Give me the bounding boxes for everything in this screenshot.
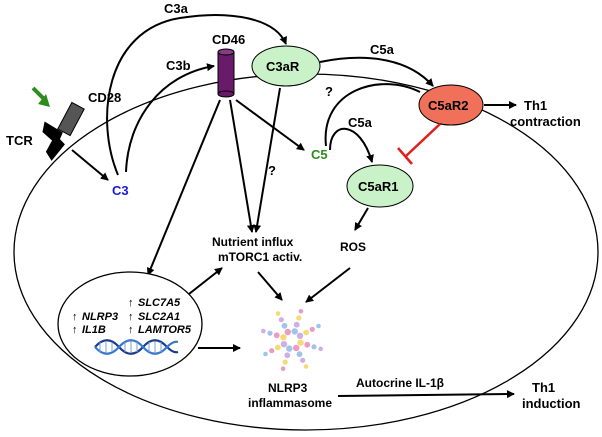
ros-label: ROS [340,240,366,254]
c3-label: C3 [112,183,129,198]
inflammasome-spoke [261,328,287,341]
inflammasome-spoke [275,311,291,336]
cd28-label: CD28 [88,90,121,105]
cd46-label: CD46 [212,32,245,47]
arrow-c3-c3ar [106,14,287,176]
arrow-c3-cd46 [125,63,215,173]
gene-nlrp3: NLRP3 [82,311,118,323]
arrow-cd46-nutrient [229,99,255,233]
up-arrow-slc2a1: ↑ [128,311,134,323]
nlrp3-line2: inflammasome [248,396,332,410]
inflammasome-spoke [296,323,321,339]
arrow-inflammasome-th1 [337,390,515,399]
up-arrow-il1b: ↑ [72,324,78,336]
gene-list: ↑ NLRP3 ↑ IL1B ↑ SLC7A5 ↑ SLC2A1 ↑ LAMTO… [72,297,192,336]
arrow-ros-inflammasome [305,267,351,303]
up-arrow-nlrp3: ↑ [72,311,78,323]
up-arrow-slc7a5: ↑ [128,297,134,309]
th1-contraction-line1: Th1 [524,98,547,113]
c5-label: C5 [311,147,328,162]
arrows [71,14,517,399]
dna-helix-icon [94,339,179,355]
autocrine-label: Autocrine IL-1β [356,376,444,390]
arrow-nutrient-inflammasome [257,271,283,301]
gene-expression-oval [57,271,203,377]
c3b-label: C3b [166,58,191,73]
arrow-tcr-c3 [71,149,109,181]
up-arrow-lamtor5: ↑ [128,324,134,336]
c3a-label: C3a [164,1,189,16]
nlrp3-line1: NLRP3 [268,381,308,395]
cd46-body [217,51,235,95]
inflammasome-spoke [263,341,288,357]
question-mark-1: ? [325,84,333,99]
stimulus-arrow-icon [31,86,50,107]
cd46-receptor [217,48,235,98]
c5a-top-label: C5a [370,42,395,57]
c3ar-label: C3aR [266,59,300,74]
th1-induction-line2: induction [522,396,581,411]
arrow-c3ar-nutrient [253,87,281,233]
c3ar-receptor [251,45,321,87]
inflammasome-spoke [280,345,293,371]
arrow-c3ar-c5ar2 [319,56,434,87]
nutrient-line1: Nutrient influx [212,235,294,249]
arrow-cd46-c5 [235,99,305,151]
gene-il1b: IL1B [82,324,106,336]
inflammasome-spoke [291,309,304,335]
gene-lamtor5: LAMTOR5 [138,324,192,336]
cd28-receptor [57,101,85,137]
c5ar2-label: C5aR2 [428,98,468,113]
inflammasome-spoke [297,339,323,352]
arrow-c5-c5ar1-curve [329,127,374,163]
c5a-mid-label: C5a [348,115,373,130]
inflammasome-icon [261,309,323,371]
arrow-cd46-genes [146,99,221,276]
inhibition-c5ar2-c5ar1 [397,123,441,165]
tcr-label: TCR [6,133,33,148]
gene-slc2a1: SLC2A1 [138,311,180,323]
nutrient-line2: mTORC1 activ. [218,250,302,264]
th1-contraction-line2: contraction [510,114,581,129]
question-mark-2: ? [268,163,276,178]
tcr-receptor [42,121,65,161]
c5ar1-receptor [346,164,414,208]
c5ar2-receptor [418,84,484,126]
inflammasome-spoke [293,344,309,369]
arrow-c5-c5ar2 [324,83,421,147]
arrow-c5ar1-ros [354,207,369,231]
c5ar1-label: C5aR1 [358,179,398,194]
th1-induction-line1: Th1 [532,380,555,395]
gene-slc7a5: SLC7A5 [138,297,181,309]
